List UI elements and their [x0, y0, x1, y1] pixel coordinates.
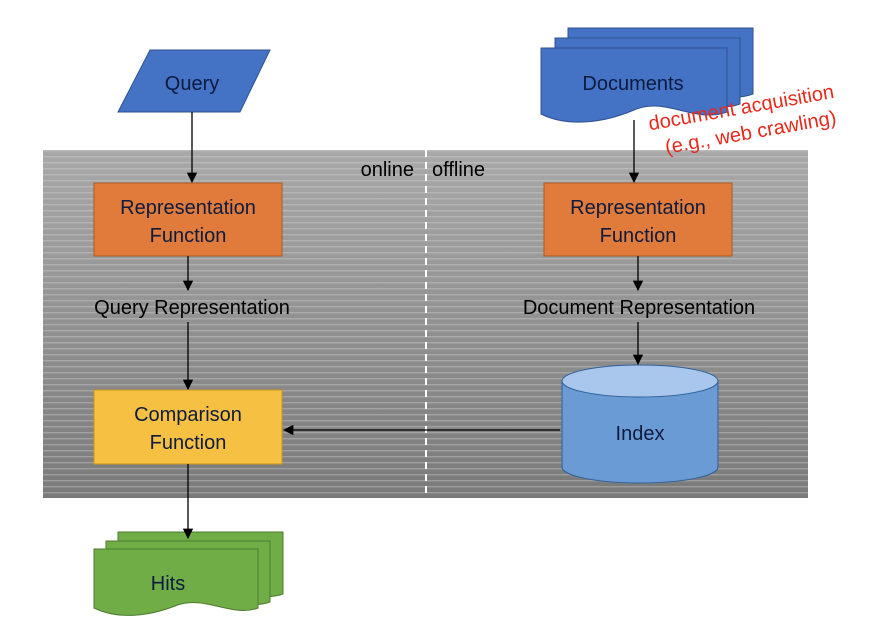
hits-label: Hits: [151, 573, 185, 595]
query-node: Query: [117, 49, 271, 113]
index-node: Index: [561, 364, 719, 484]
comparison-line1: Comparison: [134, 404, 242, 426]
representation-function-left: Representation Function: [93, 182, 283, 257]
comparison-function-node: Comparison Function: [93, 389, 283, 465]
index-label: Index: [616, 423, 665, 445]
rep-left-line2: Function: [150, 225, 227, 247]
query-representation-label: Query Representation: [94, 297, 290, 319]
rep-right-line1: Representation: [570, 197, 706, 219]
flow-arrows: [182, 112, 644, 540]
offline-label: offline: [432, 159, 485, 181]
comparison-line2: Function: [150, 432, 227, 454]
document-representation-label: Document Representation: [523, 297, 755, 319]
documents-label: Documents: [582, 73, 683, 95]
rep-right-line2: Function: [600, 225, 677, 247]
online-label: online: [361, 159, 414, 181]
query-label: Query: [165, 73, 219, 95]
documents-node: Documents: [540, 27, 754, 123]
rep-left-line1: Representation: [120, 197, 256, 219]
representation-function-right: Representation Function: [543, 182, 733, 257]
hits-node: Hits: [93, 531, 284, 616]
